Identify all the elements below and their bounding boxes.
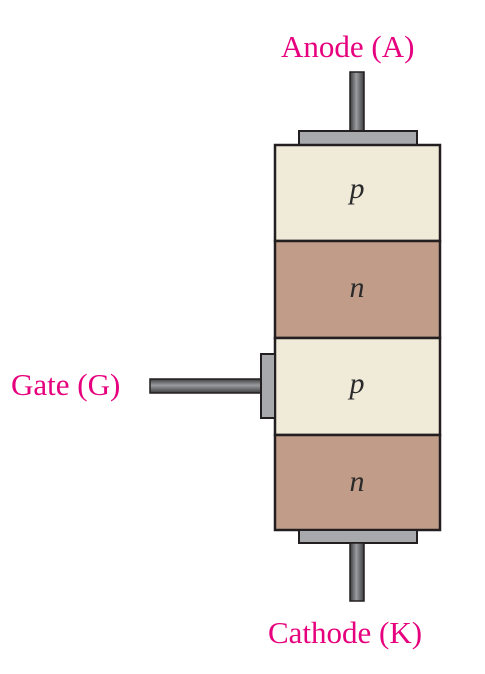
- layer-p2: [273, 336, 442, 437]
- layer-n2: [273, 433, 442, 532]
- anode-label: Anode (A): [281, 29, 415, 64]
- anode-lead: [349, 71, 365, 132]
- gate-label: Gate (G): [11, 367, 121, 402]
- cathode-lead: [349, 542, 365, 602]
- anode-contact: [298, 130, 418, 146]
- cathode-label: Cathode (K): [268, 615, 423, 650]
- layer-stack: [273, 143, 442, 532]
- cathode-contact: [298, 529, 418, 544]
- layer-p1: [273, 143, 442, 243]
- gate-lead: [149, 378, 262, 394]
- gate-contact: [260, 353, 276, 419]
- layer-label-p1: p: [348, 172, 365, 205]
- layer-label-n1: n: [350, 271, 365, 304]
- layer-n1: [273, 239, 442, 340]
- layer-label-p2: p: [348, 367, 365, 400]
- layer-label-n2: n: [350, 465, 365, 498]
